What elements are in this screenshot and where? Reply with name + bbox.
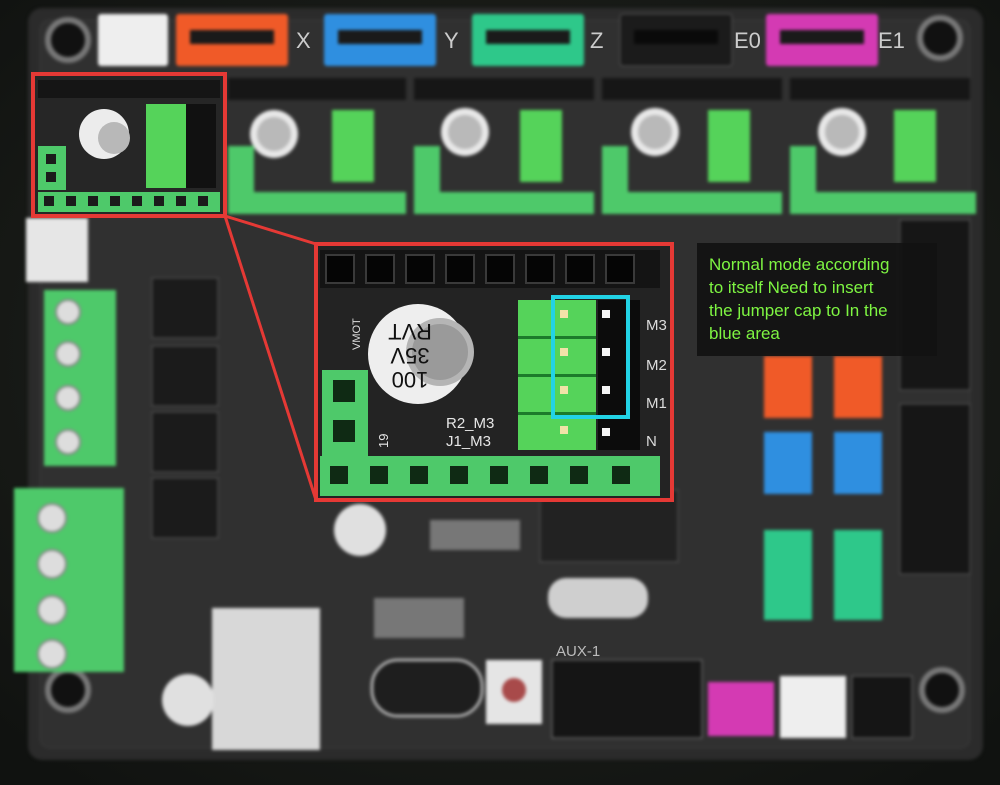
axis-label-x: X (296, 28, 311, 53)
capacitor (250, 108, 866, 158)
axis-label-y: Y (444, 28, 459, 53)
annotation-line: Normal mode according (709, 255, 890, 274)
jumper-highlight (551, 295, 630, 419)
axis-label-e1: E1 (878, 28, 905, 53)
axis-label-e0: E0 (734, 28, 761, 53)
magnified-inset-frame (314, 242, 674, 502)
small-inset-frame (31, 72, 227, 218)
magnified-inset: 100 35V RVT VMOT R2_M3 J1_M3 19 (316, 244, 672, 500)
mode-label-n: N (646, 433, 657, 450)
aux-label: AUX-1 (556, 643, 600, 660)
mounting-hole (45, 17, 91, 63)
connector-white (98, 14, 168, 66)
terminal-block (14, 488, 124, 672)
silk-r2: R2_M3 (446, 415, 494, 432)
mode-label-m3: M3 (646, 317, 667, 334)
mode-label-m2: M2 (646, 357, 667, 374)
cap-text-35v: 35V (390, 343, 429, 368)
cap-text-rvt: RVT (388, 319, 432, 344)
usb-port (212, 608, 320, 750)
silk-j1: J1_M3 (446, 433, 491, 450)
mode-label-m1: M1 (646, 395, 667, 412)
annotation-callout: Normal mode according to itself Need to … (697, 243, 937, 356)
annotation-line: the jumper cap to In the (709, 301, 888, 320)
annotation-line: to itself Need to insert (709, 278, 874, 297)
mounting-hole (917, 15, 963, 61)
small-inset (33, 74, 225, 216)
mounting-hole (919, 667, 965, 713)
aux-connector (551, 659, 703, 739)
terminal-block (44, 290, 116, 466)
mounting-hole (45, 667, 91, 713)
axis-label-z: Z (590, 28, 603, 53)
pin-19-label: 19 (376, 434, 391, 448)
cap-text-100: 100 (392, 367, 429, 392)
annotation-line: blue area (709, 324, 780, 343)
vmot-label: VMOT (351, 318, 363, 350)
